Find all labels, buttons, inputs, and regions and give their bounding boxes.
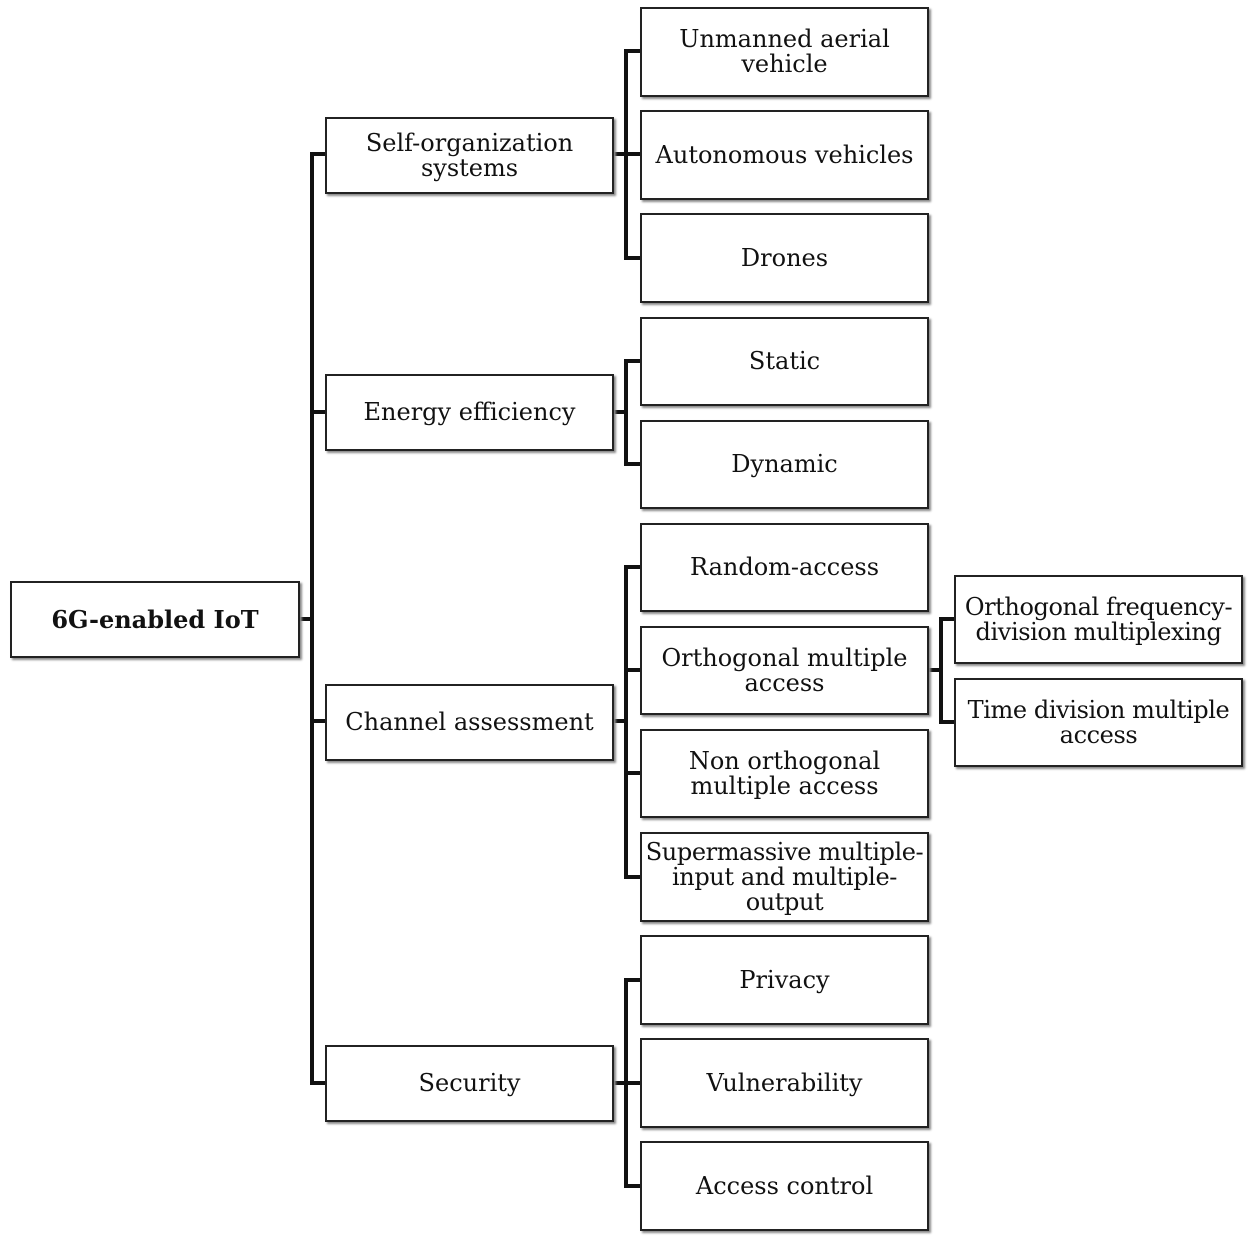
leaf-drones: Drones xyxy=(640,213,929,303)
root-node: 6G-enabled IoT xyxy=(10,581,300,658)
leaf-static: Static xyxy=(640,317,929,406)
leaf-unmanned-aerial-vehicle: Unmanned aerial vehicle xyxy=(640,7,929,97)
leaf-privacy: Privacy xyxy=(640,935,929,1025)
category-security: Security xyxy=(325,1045,614,1122)
leaf-non-orthogonal-multiple-access: Non orthogonal multiple access xyxy=(640,729,929,818)
leaf-dynamic: Dynamic xyxy=(640,420,929,509)
category-self-organization: Self-organization systems xyxy=(325,117,614,194)
category-energy-efficiency: Energy efficiency xyxy=(325,374,614,451)
leaf-random-access: Random-access xyxy=(640,523,929,612)
leaf-orthogonal-multiple-access: Orthogonal multiple access xyxy=(640,626,929,715)
subleaf-ofdm: Orthogonal frequency- division multiplex… xyxy=(954,575,1243,664)
leaf-access-control: Access control xyxy=(640,1141,929,1231)
leaf-supermassive-mimo: Supermassive multiple- input and multipl… xyxy=(640,832,929,922)
category-channel-assessment: Channel assessment xyxy=(325,684,614,761)
leaf-autonomous-vehicles: Autonomous vehicles xyxy=(640,110,929,200)
leaf-vulnerability: Vulnerability xyxy=(640,1038,929,1128)
subleaf-tdma: Time division multiple access xyxy=(954,678,1243,767)
